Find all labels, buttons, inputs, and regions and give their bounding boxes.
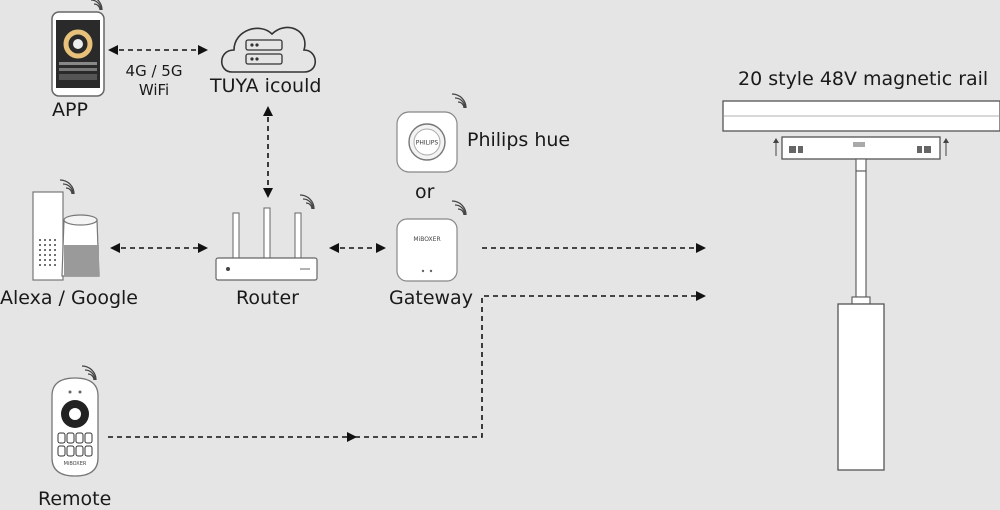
- track-light-icon: [722, 100, 1000, 471]
- link-remote-light: [355, 291, 706, 438]
- gateway-brand-mark: MiBOXER: [413, 236, 440, 243]
- router-icon: [215, 194, 318, 281]
- app-label: APP: [52, 99, 88, 121]
- gateway-label: Gateway: [389, 287, 473, 309]
- connections: [108, 45, 706, 442]
- hue-bridge-icon: PHILIPS: [396, 93, 467, 173]
- gateway-icon: MiBOXER: [396, 200, 467, 282]
- smart-speaker-icon: [32, 179, 100, 281]
- hue-brand-mark: PHILIPS: [416, 140, 439, 147]
- alexa-label: Alexa / Google: [0, 287, 139, 309]
- cloud-icon: [220, 26, 317, 73]
- or-label: or: [415, 181, 435, 203]
- remote-label: Remote: [38, 488, 112, 510]
- rail-label: 20 style 48V magnetic rail: [738, 68, 989, 90]
- phone-icon: [51, 0, 105, 97]
- cloud-label: TUYA icould: [210, 75, 322, 97]
- link-bands-label: 4G / 5G: [125, 62, 183, 80]
- hue-label: Philips hue: [467, 129, 571, 151]
- router-label: Router: [236, 287, 299, 309]
- remote-control-icon: MiBOXER: [51, 365, 99, 477]
- remote-brand-mark: MiBOXER: [64, 461, 87, 467]
- link-wifi-label: WiFi: [138, 81, 170, 99]
